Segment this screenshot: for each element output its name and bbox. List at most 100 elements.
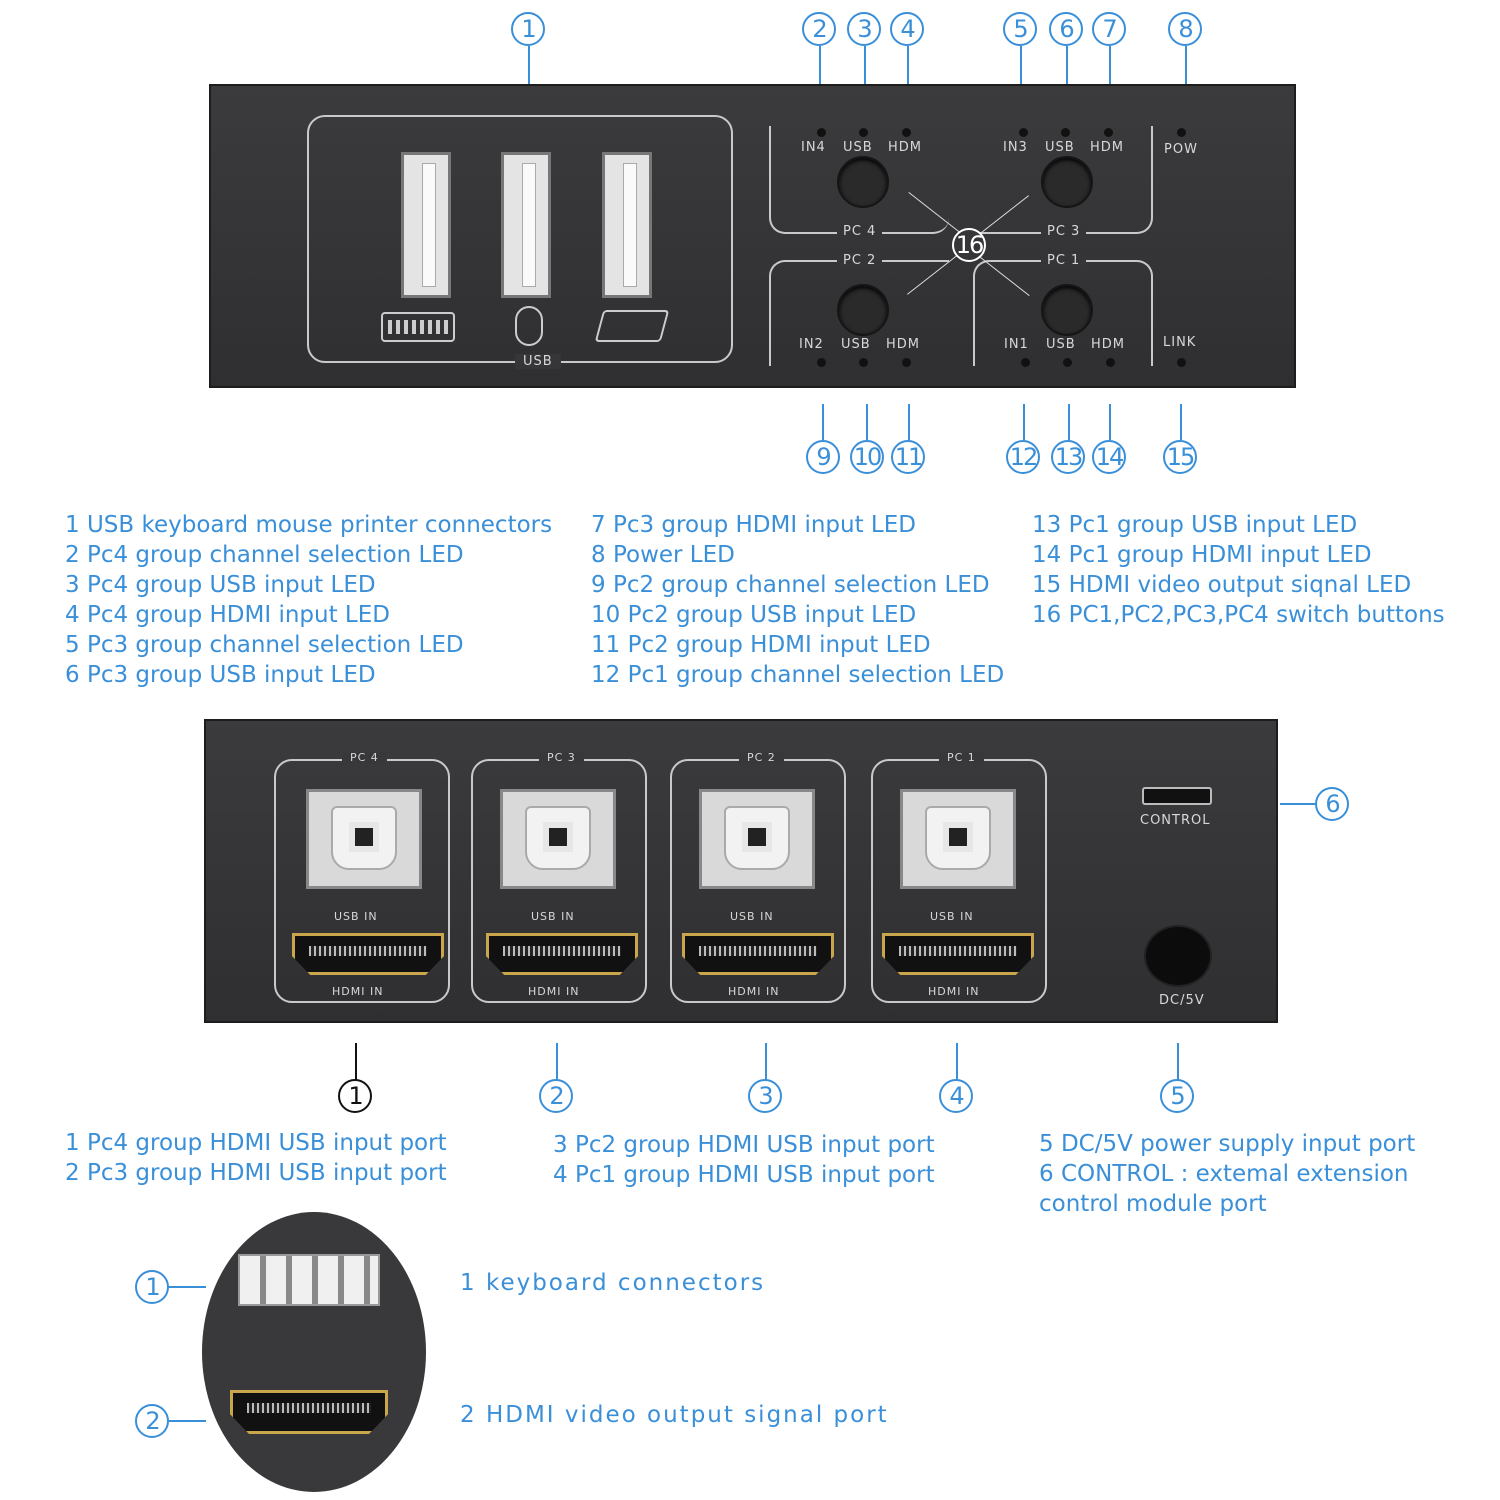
desc-item: 3 Pc2 group HDMI USB input port (553, 1132, 935, 1158)
side-desc-1: 1 keyboard connectors (460, 1270, 766, 1296)
desc-item: 2 Pc4 group channel selection LED (65, 542, 464, 568)
leader-line (528, 46, 530, 84)
pc1-label: PC 1 (939, 751, 984, 764)
pc4-switch-button[interactable] (837, 156, 889, 208)
printer-icon (594, 310, 670, 342)
front-desc-col2: 7 Pc3 group HDMI input LED 8 Power LED 9… (591, 510, 1004, 690)
callout-14: 14 (1092, 440, 1126, 474)
desc-item: 1 USB keyboard mouse printer connectors (65, 512, 553, 538)
in1-led (1021, 358, 1030, 367)
usb-in-label: USB IN (334, 910, 378, 923)
desc-item: 4 Pc4 group HDMI input LED (65, 602, 390, 628)
pc2-label: PC 2 (739, 751, 784, 764)
desc-item: 6 Pc3 group USB input LED (65, 662, 376, 688)
pc3-hdmi-port (486, 933, 638, 975)
in4-led (817, 128, 826, 137)
pc3-hdm-label: HDM (1090, 140, 1125, 155)
usb-port-keyboard (401, 152, 451, 298)
callout-side-1: 1 (135, 1270, 169, 1304)
callout-11: 11 (891, 440, 925, 474)
front-panel: USB PC 4 PC 3 PC 2 PC 1 IN4 USB HDM IN3 … (209, 84, 1296, 388)
in1-label: IN1 (1004, 337, 1029, 352)
desc-item: 2 Pc3 group HDMI USB input port (65, 1160, 447, 1186)
callout-16: 16 (952, 228, 986, 262)
desc-item: 16 PC1,PC2,PC3,PC4 switch buttons (1032, 602, 1445, 628)
desc-item: 10 Pc2 group USB input LED (591, 602, 917, 628)
keyboard-usb-port (238, 1254, 380, 1306)
leader-line (355, 1043, 357, 1081)
callout-13: 13 (1051, 440, 1085, 474)
pc2-usb-b-port (699, 789, 815, 889)
pc2-hdmi-led (902, 358, 911, 367)
leader-line (956, 1043, 958, 1081)
usb-in-label: USB IN (531, 910, 575, 923)
leader-line (1177, 1043, 1179, 1081)
pc1-usb-led (1063, 358, 1072, 367)
callout-12: 12 (1006, 440, 1040, 474)
pc3-label: PC 3 (539, 751, 584, 764)
leader-line (1180, 404, 1182, 440)
mouse-icon (515, 306, 543, 346)
pc4-hdm-label: HDM (888, 140, 923, 155)
hdmi-in-label: HDMI IN (728, 985, 780, 998)
pc3-label: PC 3 (1041, 224, 1087, 239)
front-desc-col3: 13 Pc1 group USB input LED 14 Pc1 group … (1032, 510, 1445, 630)
pow-label: POW (1164, 142, 1198, 157)
rear-desc-col1: 1 Pc4 group HDMI USB input port 2 Pc3 gr… (65, 1128, 447, 1188)
pc3-usb-label: USB (1045, 140, 1075, 155)
rear-panel: PC 4 PC 3 PC 2 PC 1 USB IN USB IN USB IN… (204, 719, 1278, 1023)
leader-line (765, 1043, 767, 1081)
usb-port-mouse (501, 152, 551, 298)
pc3-usb-led (1061, 128, 1070, 137)
usb-port-printer (602, 152, 652, 298)
leader-line (819, 46, 821, 84)
dc-label: DC/5V (1159, 993, 1205, 1008)
rear-desc-col2: 3 Pc2 group HDMI USB input port 4 Pc1 gr… (553, 1130, 935, 1190)
leader-line (1109, 404, 1111, 440)
desc-item: 12 Pc1 group channel selection LED (591, 662, 1005, 688)
rear-desc-col3: 5 DC/5V power supply input port 6 CONTRO… (1039, 1129, 1415, 1219)
pc1-hdm-label: HDM (1091, 337, 1126, 352)
leader-line (822, 404, 824, 440)
link-led (1177, 358, 1186, 367)
leader-line (1020, 46, 1022, 84)
desc-item: 1 Pc4 group HDMI USB input port (65, 1130, 447, 1156)
desc-item: 5 DC/5V power supply input port (1039, 1131, 1416, 1157)
pc2-hdmi-port (682, 933, 834, 975)
leader-line (556, 1043, 558, 1081)
pc4-usb-b-port (306, 789, 422, 889)
hdmi-in-label: HDMI IN (332, 985, 384, 998)
callout-rear-3: 3 (748, 1079, 782, 1113)
in3-label: IN3 (1003, 140, 1028, 155)
pc1-label: PC 1 (1041, 253, 1087, 268)
usb-group-label: USB (515, 354, 561, 369)
desc-item: control module port (1039, 1191, 1267, 1217)
callout-2: 2 (802, 12, 836, 46)
desc-item: 14 Pc1 group HDMI input LED (1032, 542, 1372, 568)
pc1-switch-button[interactable] (1041, 284, 1093, 336)
in4-label: IN4 (801, 140, 826, 155)
pc4-hdmi-led (902, 128, 911, 137)
in3-led (1019, 128, 1028, 137)
callout-rear-1: 1 (338, 1079, 372, 1113)
callout-10: 10 (850, 440, 884, 474)
pc3-switch-button[interactable] (1041, 156, 1093, 208)
dc-power-jack (1146, 927, 1210, 985)
desc-item: 6 CONTROL : extemal extension (1039, 1161, 1409, 1187)
leader-line (1066, 46, 1068, 84)
callout-3: 3 (847, 12, 881, 46)
pc2-switch-button[interactable] (837, 284, 889, 336)
pc4-label: PC 4 (342, 751, 387, 764)
callout-side-2: 2 (135, 1404, 169, 1438)
pc4-usb-led (859, 128, 868, 137)
pc1-hdmi-port (882, 933, 1034, 975)
pc3-hdmi-led (1104, 128, 1113, 137)
hdmi-output-port (230, 1390, 388, 1434)
pc2-hdm-label: HDM (886, 337, 921, 352)
desc-item: 13 Pc1 group USB input LED (1032, 512, 1358, 538)
pc4-hdmi-port (292, 933, 444, 975)
front-desc-col1: 1 USB keyboard mouse printer connectors … (65, 510, 552, 690)
pc4-label: PC 4 (837, 224, 883, 239)
leader-line (1023, 404, 1025, 440)
callout-1: 1 (511, 12, 545, 46)
